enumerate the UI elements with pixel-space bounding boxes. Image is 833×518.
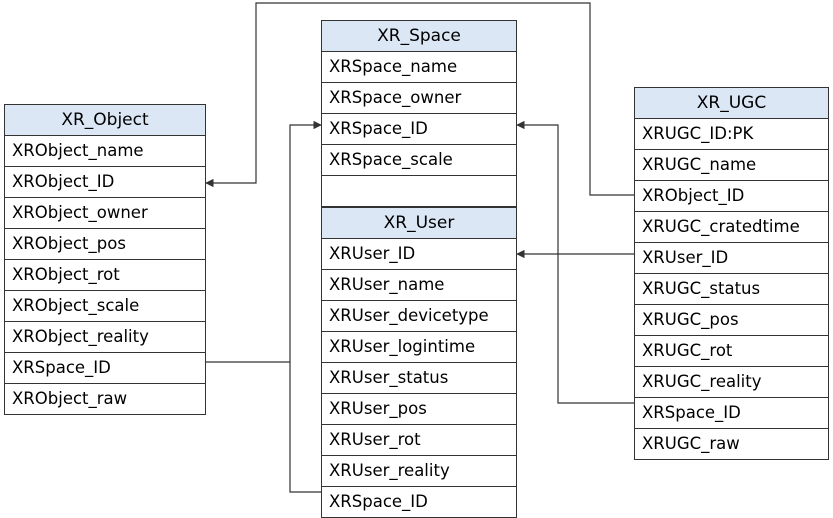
entity-field: XRUGC_ID:PK <box>635 119 828 150</box>
entity-field: XRSpace_ID <box>329 492 428 511</box>
entity-field: XRSpace_scale <box>322 145 516 176</box>
entity-xr-space-title: XR_Space <box>322 21 516 52</box>
entity-field: XRUser_ID <box>635 243 828 274</box>
entity-field: XRObject_ID <box>635 181 828 212</box>
entity-field: XRUGC_rot <box>635 336 828 367</box>
entity-field: XRUGC_name <box>635 150 828 181</box>
entity-field: XRObject_owner <box>5 198 205 229</box>
entity-field: XRUGC_reality <box>635 367 828 398</box>
entity-field: XRObject_pos <box>5 229 205 260</box>
entity-field: XRUser_name <box>322 270 516 301</box>
entity-field: XRUser_devicetype <box>322 301 516 332</box>
entity-field: XRSpace_ID <box>5 353 205 384</box>
entity-field: XRObject_name <box>5 136 205 167</box>
entity-field: XRUser_reality <box>322 456 516 487</box>
entity-xr-user-title: XR_User <box>322 208 516 239</box>
entity-field: XRUser_logintime <box>322 332 516 363</box>
entity-xr-ugc-title: XR_UGC <box>635 88 828 119</box>
entity-field: XRSpace_ID <box>322 114 516 145</box>
entity-field: XRUser_status <box>322 363 516 394</box>
connector-ugc-space-to-space <box>516 120 634 404</box>
entity-field: XRSpace_name <box>322 52 516 83</box>
entity-field: XRUGC_cratedtime <box>635 212 828 243</box>
entity-field: XRUser_rot <box>322 425 516 456</box>
entity-xr-object-title: XR_Object <box>5 105 205 136</box>
entity-field: XRObject_rot <box>5 260 205 291</box>
entity-field: XRObject_ID <box>5 167 205 198</box>
entity-field: XRUGC_raw <box>642 434 740 453</box>
entity-field: XRObject_raw <box>12 389 128 408</box>
connector-ugc-object-to-object <box>205 2 634 196</box>
entity-field: XRUGC_status <box>635 274 828 305</box>
entity-field: XRObject_scale <box>5 291 205 322</box>
entity-field: XRUser_ID <box>322 239 516 270</box>
entity-field: XRSpace_owner <box>322 83 516 114</box>
entity-field: XRObject_reality <box>5 322 205 353</box>
entity-field <box>322 176 516 206</box>
connector-object-space-to-space <box>206 120 322 363</box>
entity-field: XRUGC_pos <box>635 305 828 336</box>
entity-field: XRSpace_ID <box>635 398 828 429</box>
entity-field: XRUser_pos <box>322 394 516 425</box>
connector-user-space-to-space <box>289 362 321 493</box>
